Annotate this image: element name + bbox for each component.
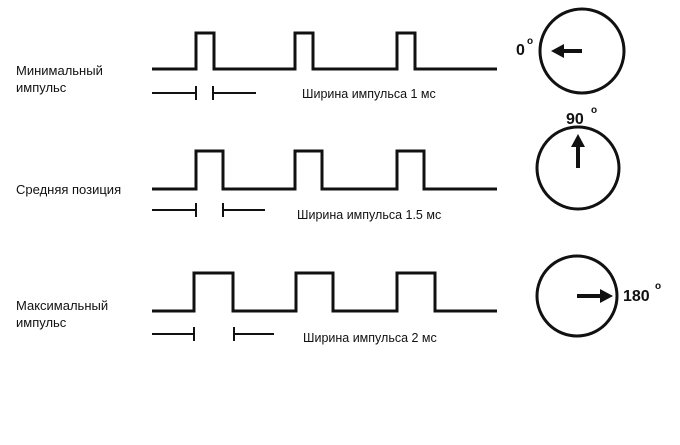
angle-label-mid: 90 [566,111,584,128]
angle-label-min: 0 [516,42,525,59]
pulse-train-max [152,271,497,313]
servo-dial-mid [535,125,621,211]
pulse-width-caption-max: Ширина импульса 2 мс [303,331,437,345]
pointer-up-icon [571,134,585,147]
row-label-mid-line1: Средняя позиция [16,182,121,197]
pulse-width-marker-max [152,327,274,341]
pulse-train-min [152,31,497,71]
angle-degree-max: o [655,281,661,292]
angle-label-max: 180 [623,288,650,305]
angle-degree-min: o [527,36,533,47]
angle-degree-mid: o [591,105,597,116]
pulse-width-marker-min [152,86,256,100]
pointer-right-icon [600,289,613,303]
row-label-min-line2: импульс [16,80,67,95]
row-label-max-line2: импульс [16,315,67,330]
row-minimum-pulse: Минимальный импульс Ширина импульса 1 мс… [16,7,626,101]
pulse-width-caption-mid: Ширина импульса 1.5 мс [297,208,441,222]
pulse-width-caption-min: Ширина импульса 1 мс [302,87,436,101]
pulse-train-mid [152,149,497,191]
pointer-left-icon [551,44,564,58]
servo-dial-min [538,7,626,95]
servo-dial-max [535,254,619,338]
row-middle-position: Средняя позиция Ширина импульса 1.5 мс 9… [16,105,621,222]
row-label-min-line1: Минимальный [16,63,103,78]
row-maximum-pulse: Максимальный импульс Ширина импульса 2 м… [16,254,661,345]
pulse-width-marker-mid [152,203,265,217]
row-label-max-line1: Максимальный [16,298,108,313]
